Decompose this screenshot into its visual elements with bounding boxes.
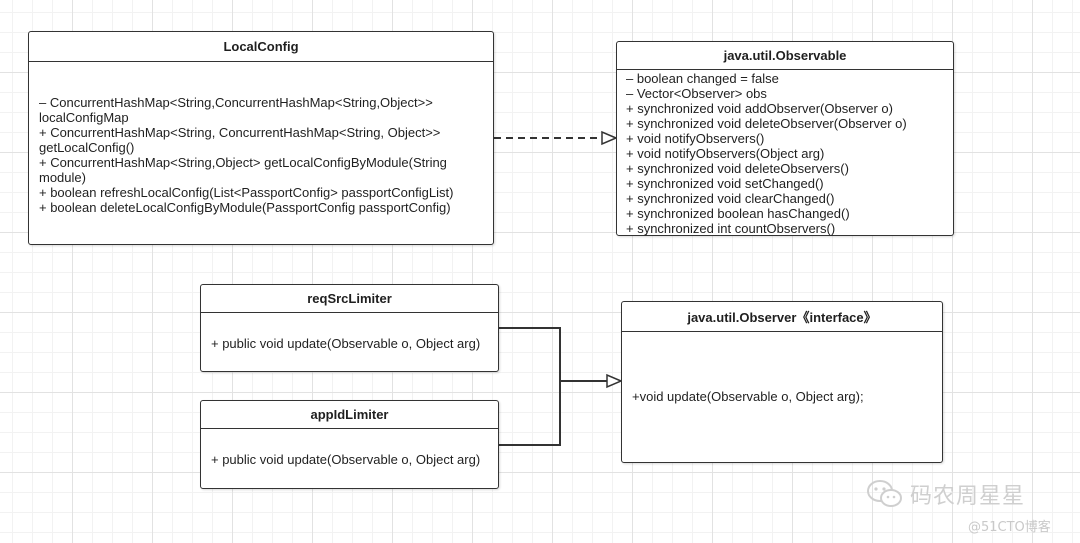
class-title: java.util.Observer《interface》 [622,302,942,332]
wechat-icon [867,480,902,507]
class-member: + synchronized boolean hasChanged() [626,206,850,221]
class-member: + synchronized void addObserver(Observer… [626,101,893,116]
class-members: + public void update(Observable o, Objec… [201,429,498,467]
class-member: – boolean changed = false [626,71,779,86]
watermark-site: @51CTO博客 [968,520,1051,535]
observer-interface[interactable]: java.util.Observer《interface》 +void upda… [621,301,943,463]
class-member: + synchronized int countObservers() [626,221,836,236]
local-config-class[interactable]: LocalConfig – ConcurrentHashMap<String,C… [28,31,494,245]
class-members: – ConcurrentHashMap<String,ConcurrentHas… [29,62,493,215]
class-member: + synchronized void deleteObserver(Obser… [626,116,907,131]
class-title: java.util.Observable [617,42,953,70]
watermark-brand-text: 码农周星星 [910,484,1026,509]
class-member: + synchronized void deleteObservers() [626,161,849,176]
class-member: – ConcurrentHashMap<String,ConcurrentHas… [39,95,433,125]
class-member: + ConcurrentHashMap<String,Object> getLo… [39,155,447,185]
class-member: +void update(Observable o, Object arg); [632,389,864,404]
class-members: + public void update(Observable o, Objec… [201,313,498,351]
appid-realization-line [499,381,561,446]
class-member: + synchronized void clearChanged() [626,191,835,206]
class-member: + void notifyObservers(Object arg) [626,146,825,161]
appid-limiter-class[interactable]: appIdLimiter + public void update(Observ… [200,400,499,489]
observable-class[interactable]: java.util.Observable – boolean changed =… [616,41,954,236]
req-src-realization-line [499,327,561,381]
class-member: + boolean refreshLocalConfig(List<Passpo… [39,185,454,200]
class-title: appIdLimiter [201,401,498,429]
class-title: LocalConfig [29,32,493,62]
req-src-limiter-class[interactable]: reqSrcLimiter + public void update(Obser… [200,284,499,372]
class-members: +void update(Observable o, Object arg); [622,332,942,404]
realization-arrowhead [606,373,623,389]
class-member: + synchronized void setChanged() [626,176,824,191]
class-member: + boolean deleteLocalConfigByModule(Pass… [39,200,451,215]
class-members: – boolean changed = false – Vector<Obser… [617,70,953,236]
class-member: + void notifyObservers() [626,131,765,146]
class-member: + public void update(Observable o, Objec… [211,452,481,467]
watermark-brand: 码农周星星 [866,478,1025,510]
class-member: + ConcurrentHashMap<String, ConcurrentHa… [39,125,441,155]
class-title: reqSrcLimiter [201,285,498,313]
class-member: + public void update(Observable o, Objec… [211,336,481,351]
class-member: – Vector<Observer> obs [626,86,767,101]
dependency-arrowhead [601,130,618,146]
